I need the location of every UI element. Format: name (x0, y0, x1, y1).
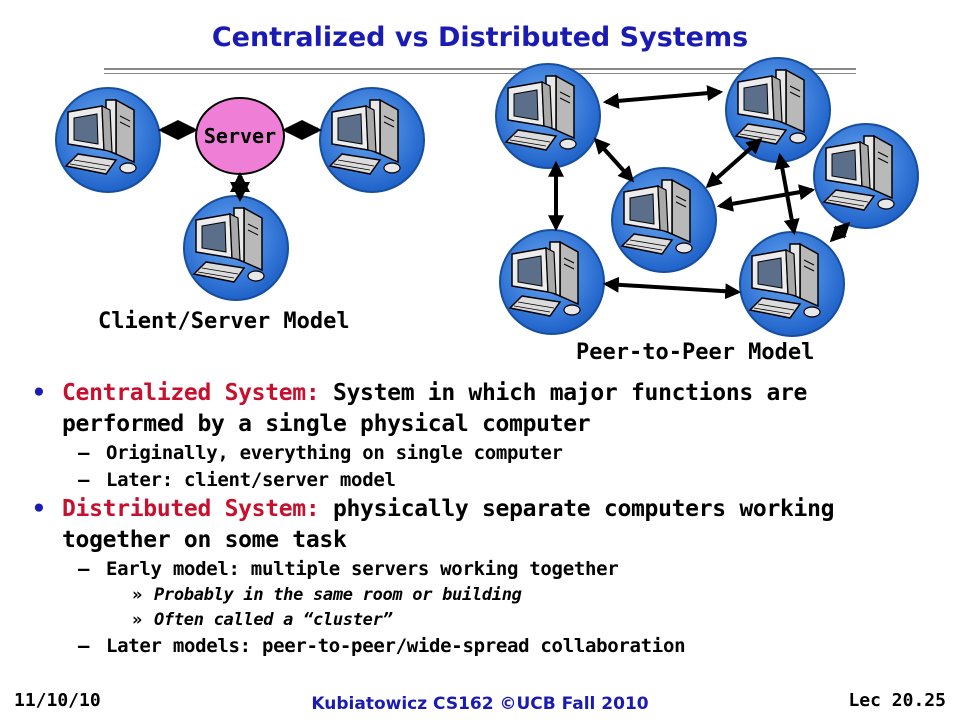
sub-bullet-text: Later: client/server model (106, 469, 396, 491)
sub-bullet-text: Early model: multiple servers working to… (106, 558, 619, 580)
footer-lecture: Lec 20.25 (848, 690, 946, 711)
link-bl-br (602, 276, 742, 300)
peer-top-left-icon (495, 63, 601, 169)
title-rule-2 (104, 73, 856, 74)
sub-bullet: –Later: client/server model (78, 469, 396, 491)
sub-bullet: –Originally, everything on single comput… (78, 442, 563, 464)
peer-bottom-left-icon (499, 229, 605, 335)
bullet-dot: • (32, 496, 46, 522)
bullet-text: System in which major functions are perf… (62, 380, 808, 437)
sub-bullet-text: Originally, everything on single compute… (106, 442, 563, 464)
bullet-centralized: • Centralized System: System in which maj… (32, 378, 932, 440)
peer-center-icon (611, 167, 717, 273)
network-diagram: Server (55, 57, 919, 337)
server-label: Server (204, 124, 276, 148)
sub-sub-bullet-text: Often called a “cluster” (154, 610, 393, 630)
peer-far-right-icon (813, 123, 919, 229)
link-tl-tr (602, 85, 724, 109)
peer-top-right-icon (725, 57, 831, 163)
bullet-term: Centralized System: (62, 380, 320, 406)
footer-course: Kubiatowicz CS162 ©UCB Fall 2010 (311, 694, 649, 714)
bullet-term: Distributed System: (62, 496, 320, 522)
footer-date: 11/10/10 (14, 690, 101, 711)
client-server-model-label: Client/Server Model (98, 309, 350, 334)
client-computer-bottom-icon (183, 195, 289, 301)
client-computer-right-icon (319, 87, 425, 193)
sub-sub-bullet-text: Probably in the same room or building (154, 585, 522, 605)
bullet-dot: • (32, 380, 46, 406)
title-rule (104, 68, 856, 70)
sub-sub-bullet: »Often called a “cluster” (132, 610, 393, 630)
bullet-distributed: • Distributed System: physically separate… (32, 494, 932, 556)
link-tl-center (593, 137, 635, 183)
sub-bullet-text: Later models: peer-to-peer/wide-spread c… (106, 635, 686, 657)
link-br-far (829, 221, 851, 243)
peer-to-peer-model-label: Peer-to-Peer Model (576, 340, 815, 365)
client-computer-left-icon (55, 87, 161, 193)
bullet-list: • Centralized System: System in which maj… (32, 378, 932, 660)
peer-bottom-right-icon (739, 231, 845, 337)
sub-bullet: –Later models: peer-to-peer/wide-spread … (78, 635, 686, 657)
bullet-text: physically separate computers working to… (62, 496, 835, 553)
link-tr-center (705, 137, 763, 189)
link-center-far (716, 184, 816, 212)
sub-bullet: –Early model: multiple servers working t… (78, 558, 619, 580)
slide-title: Centralized vs Distributed Systems (211, 22, 749, 53)
sub-sub-bullet: »Probably in the same room or building (132, 585, 522, 605)
peer-links (548, 85, 851, 300)
client-server-links (158, 120, 322, 202)
